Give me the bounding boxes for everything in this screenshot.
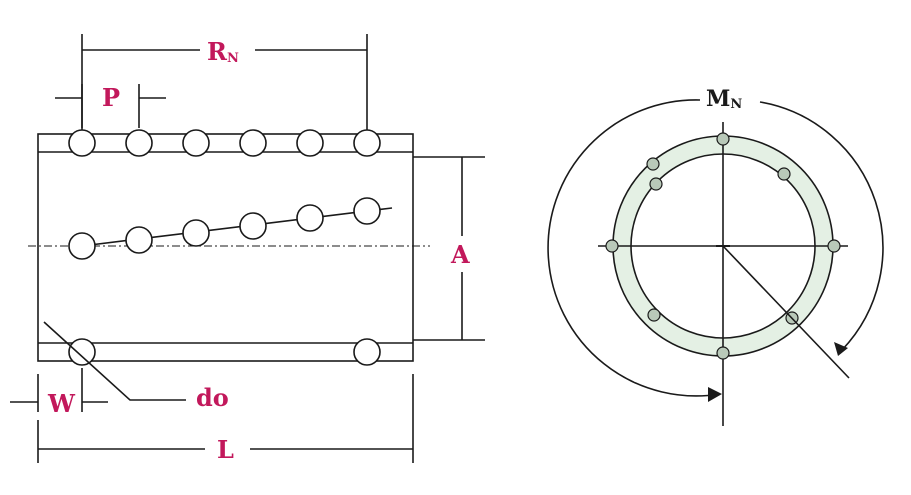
l-label: L (217, 435, 234, 464)
do-leader (43, 321, 186, 401)
end-view-labels: MN (706, 86, 742, 112)
ball (239, 129, 267, 157)
ring-ball (827, 239, 841, 253)
ring-ball (716, 132, 730, 146)
ball (182, 129, 210, 157)
ball (68, 232, 96, 260)
mn-arrowhead-bottom (708, 387, 722, 402)
ball (125, 226, 153, 254)
ball (68, 338, 96, 366)
ball (125, 129, 153, 157)
ring-ball (716, 346, 730, 360)
ball (296, 129, 324, 157)
end-view (547, 99, 884, 426)
side-view-labels: RN P A W do L (47, 37, 470, 464)
rn-label: RN (207, 37, 239, 66)
mn-arrowhead-right (834, 342, 848, 356)
ring-ball (777, 167, 791, 181)
ring-ball (646, 157, 660, 171)
ball (296, 204, 324, 232)
ball (353, 338, 381, 366)
a-label: A (450, 240, 470, 269)
do-label: do (196, 383, 229, 412)
ball (239, 212, 267, 240)
top-ball-row (68, 129, 381, 157)
mn-arc-right (759, 101, 884, 351)
sleeve-outline (37, 133, 414, 362)
ball (353, 129, 381, 157)
ring-ball (647, 308, 661, 322)
w-label: W (47, 389, 76, 418)
side-view (10, 34, 485, 463)
ball (182, 219, 210, 247)
helix-ball-row (68, 197, 381, 260)
p-label: P (102, 83, 120, 112)
bottom-ball-row (68, 338, 381, 366)
ball (353, 197, 381, 225)
ring-ball (649, 177, 663, 191)
ring-ball (605, 239, 619, 253)
ball (68, 129, 96, 157)
mn-arc (547, 99, 721, 397)
mn-label: MN (706, 86, 742, 112)
radial-leader (722, 245, 850, 379)
